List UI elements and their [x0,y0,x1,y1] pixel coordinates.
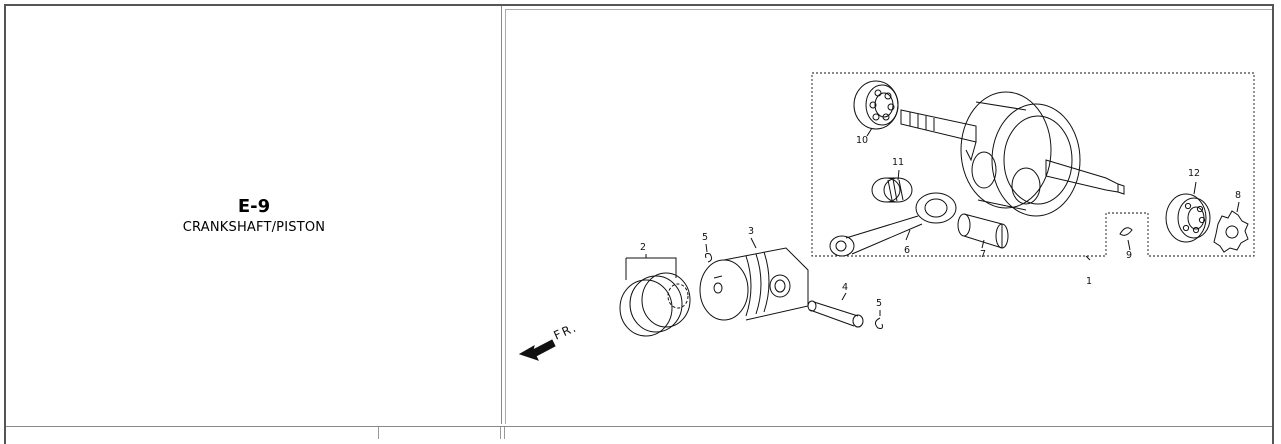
section-title: CRANKSHAFT/PISTON [182,220,326,235]
diagram-frame: 10 11 6 7 1 9 12 8 2 3 5 4 5 [505,9,1272,424]
connecting-rod-6-drawing [829,192,957,257]
leader-lines [645,127,1240,316]
diagram-cell: 10 11 6 7 1 9 12 8 2 3 5 4 5 [502,6,1272,424]
callout-12: 12 [1188,168,1200,179]
bearing-12-drawing [1165,193,1211,243]
callout-11: 11 [892,157,904,168]
table-next-row [6,426,1272,439]
clip-5-upper-drawing [705,253,713,263]
callout-8: 8 [1235,190,1241,201]
parts-sheet: E-9 CRANKSHAFT/PISTON [4,4,1274,444]
callout-2: 2 [640,242,646,253]
gear-8-drawing [1213,210,1249,253]
table-cell-divider [378,427,379,439]
table-cell-divider [500,427,501,439]
section-header-cell: E-9 CRANKSHAFT/PISTON [6,6,502,424]
crankshaft-drawing [900,91,1125,217]
piston-rings-2-drawing [619,257,691,337]
callout-6: 6 [904,245,910,256]
piston-3-drawing [699,247,809,321]
callout-7: 7 [980,249,986,260]
front-direction-label: FR. [552,320,580,343]
table-cell-divider [504,427,505,439]
callout-9: 9 [1126,250,1132,261]
key-9-drawing [1119,227,1133,236]
needle-bearing-11-drawing [871,177,913,203]
clip-5-lower-drawing [874,317,883,329]
callout-1: 1 [1086,276,1092,287]
callout-4: 4 [842,282,848,293]
bearing-10-drawing [853,80,899,130]
front-direction-arrow-icon [518,339,556,361]
callout-10: 10 [856,135,868,146]
piston-pin-4-drawing [807,300,864,328]
assembly-dashed-outline [811,72,1255,257]
exploded-parts-diagram: 10 11 6 7 1 9 12 8 2 3 5 4 5 [518,72,1255,361]
callout-3: 3 [748,226,754,237]
callout-5-upper: 5 [702,232,708,243]
callout-5-lower: 5 [876,298,882,309]
section-code: E-9 [237,196,271,217]
